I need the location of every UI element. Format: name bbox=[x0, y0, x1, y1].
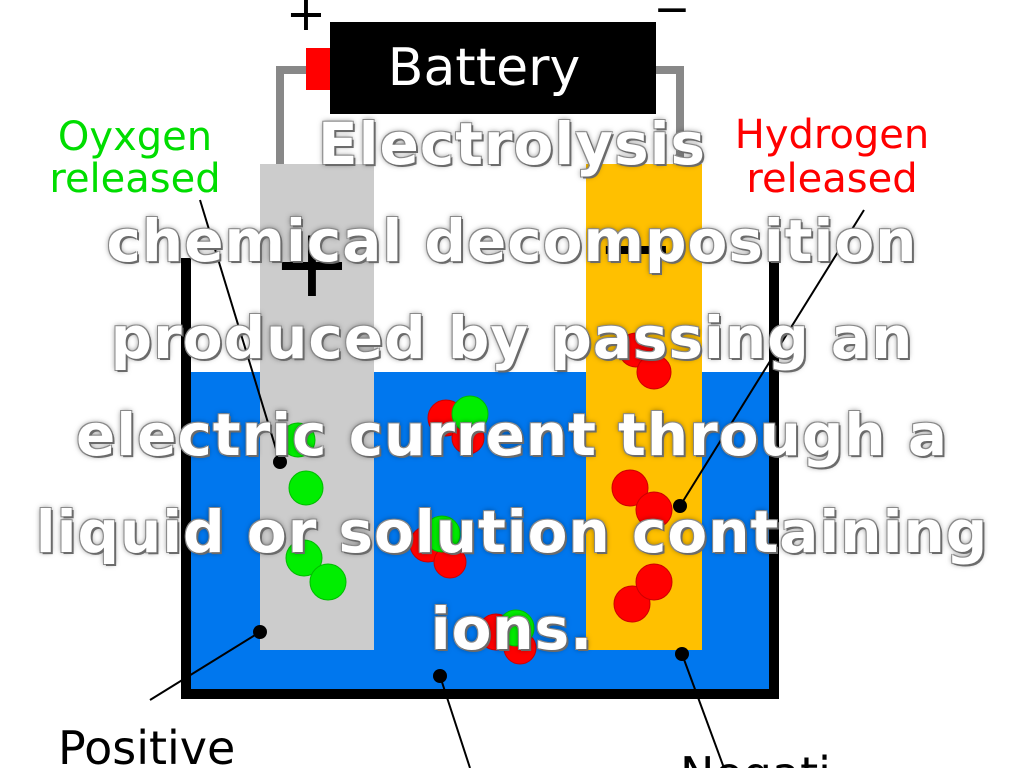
oxygen-bubbles bbox=[280, 422, 347, 601]
cathode-symbol: − bbox=[596, 191, 676, 303]
pointer-lines bbox=[149, 199, 865, 768]
positive-pointer bbox=[149, 631, 261, 701]
negative-wire bbox=[650, 66, 684, 190]
pointer-dot bbox=[433, 669, 447, 683]
pointer-dot bbox=[273, 455, 287, 469]
overlay-title: Electrolysis bbox=[317, 110, 706, 178]
hydrogen-bubbles bbox=[611, 332, 673, 623]
overlay-definition: chemical decomposition produced by passi… bbox=[35, 207, 989, 663]
battery-body bbox=[330, 22, 656, 114]
hydrogen-label-line1: Hydrogen bbox=[735, 112, 930, 158]
battery-minus-sign: − bbox=[654, 0, 691, 35]
oxygen-atom bbox=[451, 395, 489, 433]
solution-pointer bbox=[439, 675, 471, 768]
oxygen-label-line1: Oyxgen bbox=[58, 114, 212, 160]
definition-overlay: Electrolysis chemical decomposition prod… bbox=[10, 96, 1014, 678]
container-walls bbox=[181, 258, 779, 699]
oxygen-atom bbox=[285, 539, 323, 577]
oxygen-atom bbox=[288, 470, 324, 506]
oxygen-label-line2: released bbox=[49, 156, 220, 202]
battery-label: Battery bbox=[388, 38, 580, 98]
oxygen-atom bbox=[309, 563, 347, 601]
hydrogen-atom bbox=[635, 563, 673, 601]
pointer-dot bbox=[253, 625, 267, 639]
oxygen-atom bbox=[423, 515, 461, 553]
oxygen-pointer bbox=[199, 199, 281, 463]
wires bbox=[276, 66, 684, 190]
water-molecules bbox=[409, 395, 537, 665]
positive-wire bbox=[276, 66, 308, 190]
hydrogen-label-line2: released bbox=[746, 156, 917, 202]
pointer-dot bbox=[675, 647, 689, 661]
pointer-dot bbox=[673, 499, 687, 513]
hydrogen-pointer bbox=[679, 209, 865, 507]
positive-label: Positive bbox=[58, 721, 235, 768]
hydrogen-atom bbox=[635, 491, 673, 529]
oxygen-atom bbox=[497, 609, 535, 647]
battery-terminal bbox=[306, 48, 332, 90]
negative-label: Negati bbox=[680, 747, 831, 768]
hydrogen-atom bbox=[636, 354, 672, 390]
pointer-dots bbox=[253, 455, 689, 683]
battery-plus-sign: + bbox=[286, 0, 326, 42]
hydrogen-atom bbox=[611, 469, 649, 507]
negative-pointer bbox=[681, 653, 725, 768]
anode-symbol: + bbox=[272, 207, 352, 319]
oxygen-atom bbox=[280, 422, 316, 458]
